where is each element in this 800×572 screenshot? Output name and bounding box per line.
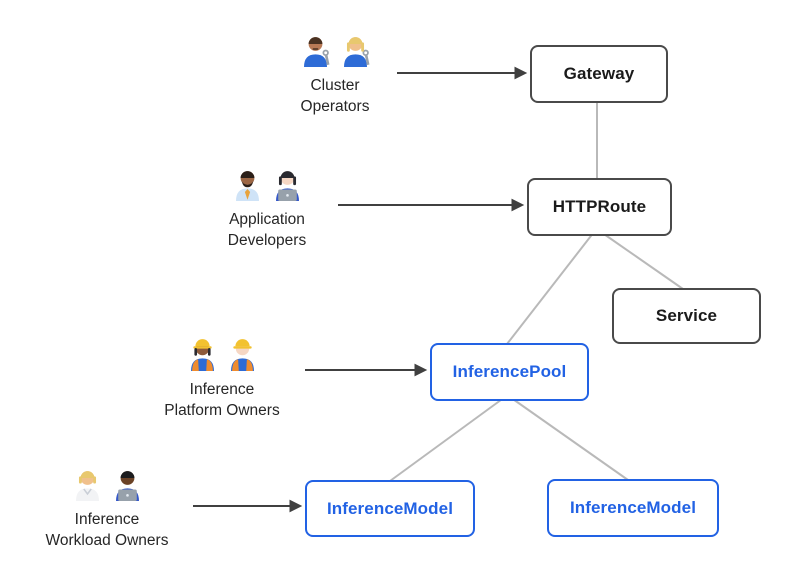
woman-mechanic-icon <box>343 37 369 67</box>
node-inferencemodel-right: InferenceModel <box>547 479 719 537</box>
node-inferencemodel-left-label: InferenceModel <box>326 498 454 518</box>
node-gateway-label: Gateway <box>563 64 635 83</box>
application-developers-icons <box>230 164 305 201</box>
cluster-operators-label: Cluster Operators <box>300 77 370 116</box>
application-developers-label: Application Developers <box>227 211 307 250</box>
inference-workload-owners-label: Inference Workload Owners <box>45 511 169 550</box>
node-httproute-label: HTTPRoute <box>552 197 647 216</box>
person-technologist-icon <box>115 471 139 501</box>
node-gateway: Gateway <box>530 45 668 103</box>
persona-cluster-operators: Cluster Operators <box>250 30 420 118</box>
man-mechanic-icon <box>303 37 329 67</box>
person-health-worker-icon <box>75 471 99 501</box>
node-inferencemodel-left: InferenceModel <box>305 480 475 537</box>
edge-inferencepool-inferencemodel-left <box>389 396 506 482</box>
node-inferencepool-label: InferencePool <box>452 362 567 381</box>
node-httproute: HTTPRoute <box>527 178 672 236</box>
woman-construction-worker-icon <box>190 339 214 371</box>
inference-workload-owners-icons <box>70 464 145 501</box>
woman-technologist-icon <box>275 171 299 201</box>
edge-httproute-inferencepool <box>506 231 595 345</box>
inference-platform-owners-icons <box>185 334 260 371</box>
node-inferencepool: InferencePool <box>430 343 589 401</box>
persona-inference-workload-owners: Inference Workload Owners <box>22 464 192 552</box>
node-service-label: Service <box>655 306 718 325</box>
node-service: Service <box>612 288 761 344</box>
inference-platform-owners-label: Inference Platform Owners <box>164 381 280 420</box>
man-construction-worker-icon <box>230 339 254 371</box>
edge-httproute-service <box>600 231 684 290</box>
man-office-worker-icon <box>235 171 259 201</box>
cluster-operators-icons <box>298 30 373 67</box>
persona-inference-platform-owners: Inference Platform Owners <box>137 334 307 422</box>
persona-application-developers: Application Developers <box>182 164 352 252</box>
node-inferencemodel-right-label: InferenceModel <box>569 498 697 517</box>
edge-inferencepool-inferencemodel-right <box>509 396 629 481</box>
